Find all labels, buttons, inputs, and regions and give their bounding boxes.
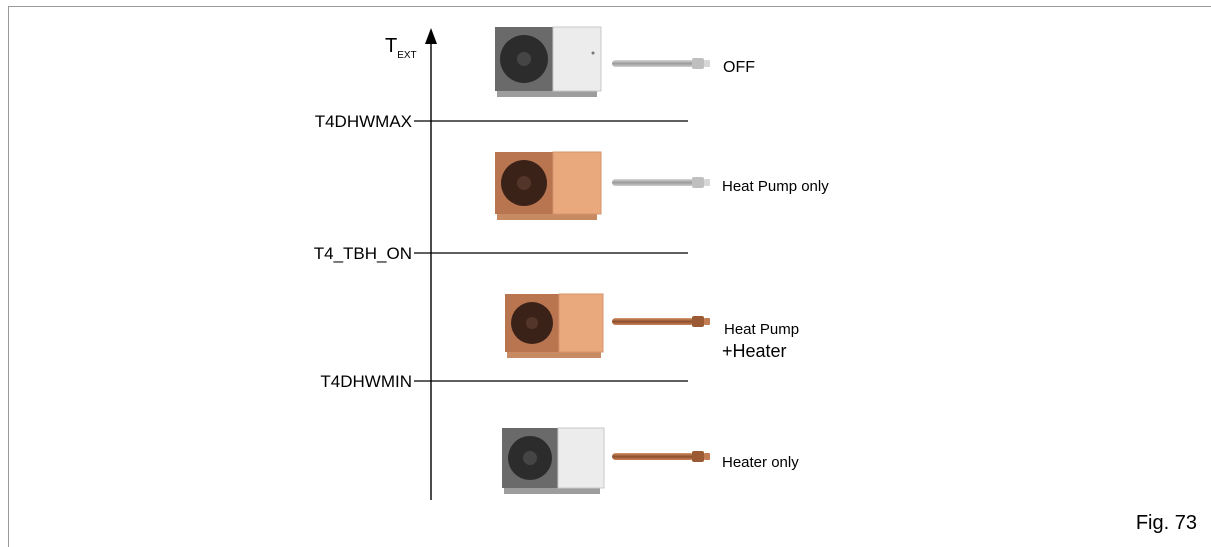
axis-label: TEXT: [385, 35, 417, 61]
heat-pump-unit-off: [502, 428, 604, 494]
axis-arrow-icon: [425, 28, 437, 44]
heat-pump-unit-off: [495, 27, 601, 97]
heater-rod-copper: [612, 316, 710, 327]
heater-rod-copper: [612, 451, 710, 462]
threshold-2: T4_TBH_ON: [314, 244, 688, 263]
state-label-heater-only: Heater only: [722, 454, 799, 471]
threshold-label: T4DHWMAX: [315, 112, 412, 131]
state-label-heat-pump-heater: Heat Pump: [724, 321, 799, 338]
heater-rod-gray: [612, 58, 710, 69]
state-label-heat-pump-heater-line2: +Heater: [722, 341, 787, 361]
heat-pump-unit-active: [505, 294, 603, 358]
heater-rod-gray: [612, 177, 710, 188]
threshold-label: T4DHWMIN: [320, 372, 412, 391]
state-label-off: OFF: [723, 59, 755, 76]
threshold-label: T4_TBH_ON: [314, 244, 412, 263]
threshold-3: T4DHWMIN: [320, 372, 688, 391]
figure-label: Fig. 73: [1136, 512, 1197, 535]
heat-pump-unit-active: [495, 152, 601, 220]
state-label-heat-pump-only: Heat Pump only: [722, 178, 829, 195]
threshold-1: T4DHWMAX: [315, 112, 688, 131]
